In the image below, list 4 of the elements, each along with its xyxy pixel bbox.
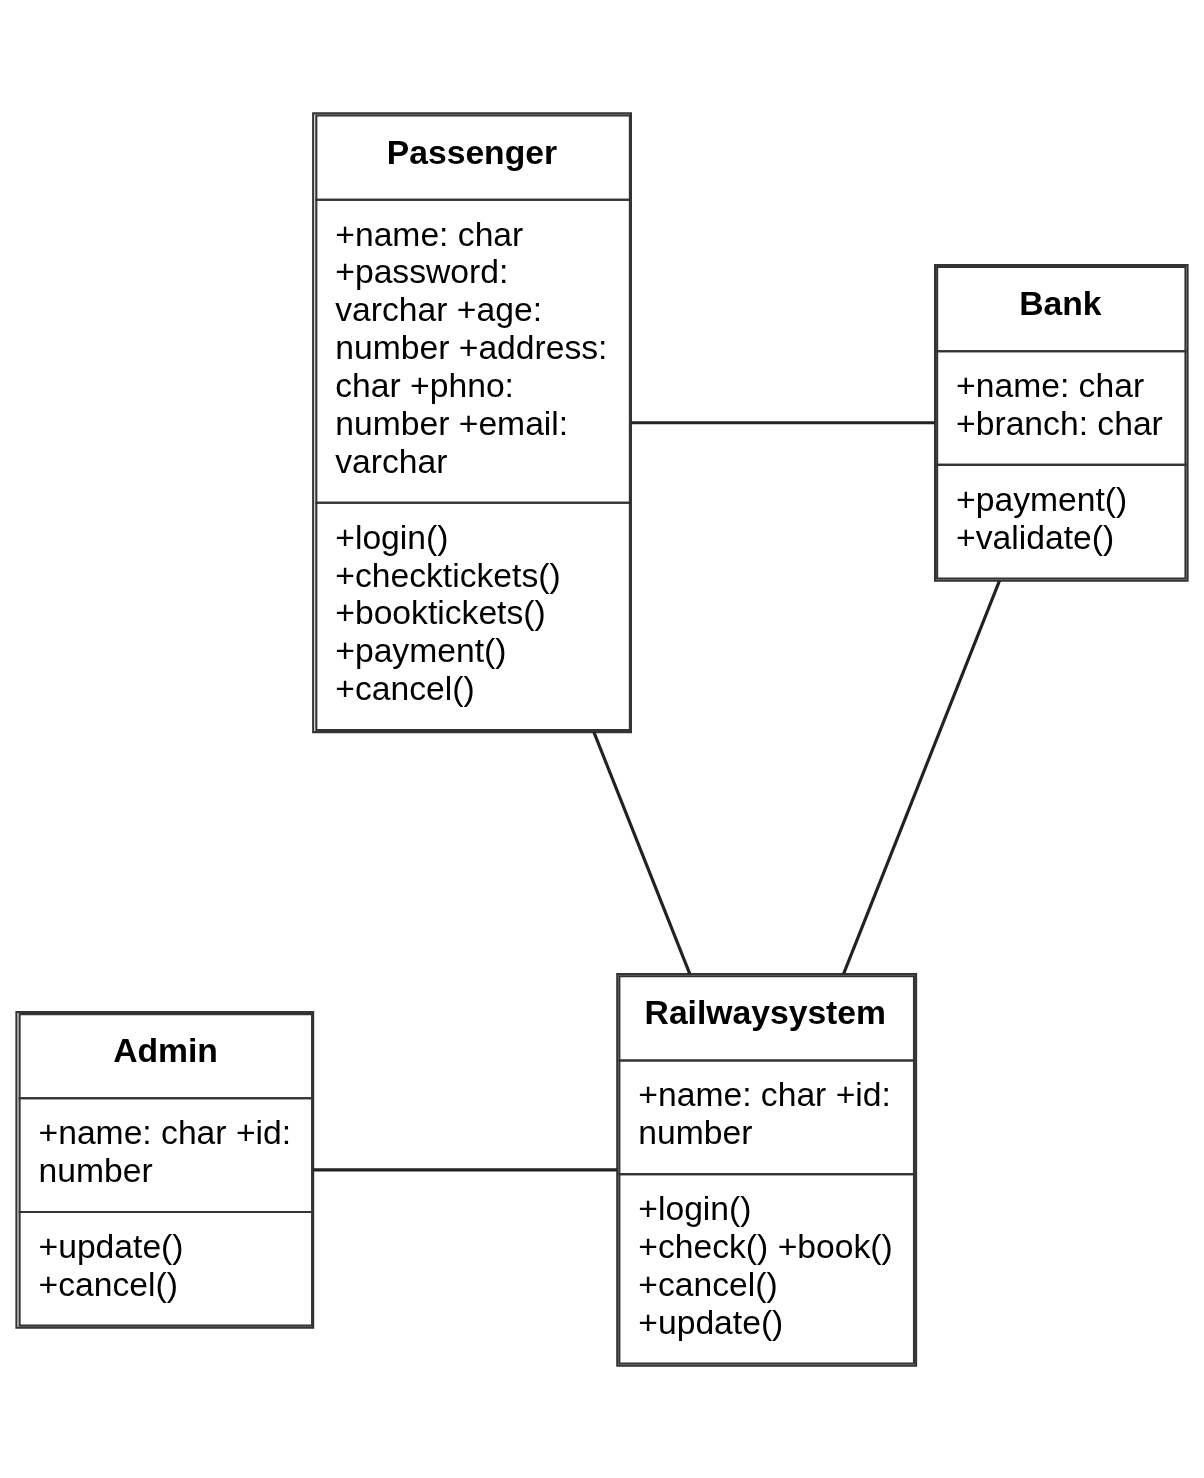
connector <box>313 1167 618 1171</box>
connector <box>631 420 935 424</box>
connector <box>592 731 692 974</box>
connector <box>842 579 1001 974</box>
